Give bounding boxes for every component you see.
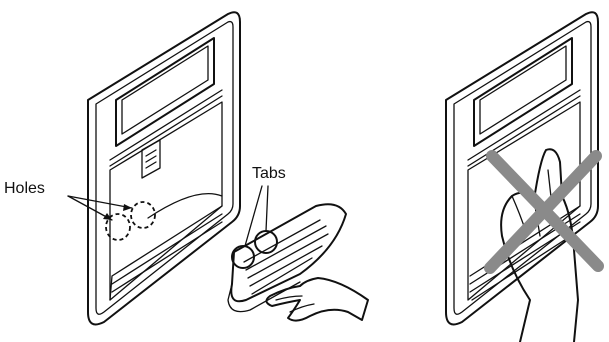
left-panel-display-inner xyxy=(121,45,209,135)
right-hole-circle xyxy=(130,201,156,229)
left-hole-circle xyxy=(105,213,131,241)
holes-arrowhead-2 xyxy=(123,204,132,211)
tabs-callout: Tabs xyxy=(244,165,286,247)
right-panel-display-inner xyxy=(479,45,567,135)
holes-arrowhead-1 xyxy=(103,213,112,220)
left-dispenser-panel xyxy=(87,11,241,326)
left-panel-display-window xyxy=(115,37,215,147)
right-dispenser-panel xyxy=(445,11,604,342)
tray-underside xyxy=(227,281,301,313)
right-panel-outer-frame xyxy=(445,11,599,326)
tray-ribs xyxy=(243,219,329,295)
tabs-leader-line-2 xyxy=(265,185,269,232)
left-panel-water-curve xyxy=(147,193,223,219)
right-panel-inner-frame xyxy=(453,20,592,315)
left-tab-circle xyxy=(231,245,255,269)
prohibited-cross-mark xyxy=(484,150,604,274)
left-panel-paddle xyxy=(141,139,161,179)
hand-holding-tray xyxy=(265,277,369,322)
right-panel-display-window xyxy=(473,37,573,147)
left-panel-recess-ledge xyxy=(109,89,223,167)
holes-callout: Holes xyxy=(4,180,133,221)
right-panel-drip-tray xyxy=(469,205,581,301)
left-panel-outer-frame xyxy=(87,11,241,326)
left-panel-drip-tray xyxy=(109,205,223,301)
holes-leader-line-2 xyxy=(67,195,133,209)
tabs-leader-line-1 xyxy=(244,185,263,247)
right-panel-recess-ledge xyxy=(467,89,581,167)
tray-outline xyxy=(230,203,347,303)
holes-leader-line-1 xyxy=(67,195,113,221)
holes-label: Holes xyxy=(4,180,45,197)
removed-drip-tray xyxy=(227,203,369,322)
hand-finger-lines xyxy=(275,295,315,313)
left-panel-inner-frame xyxy=(95,20,234,315)
tabs-label: Tabs xyxy=(252,165,286,182)
